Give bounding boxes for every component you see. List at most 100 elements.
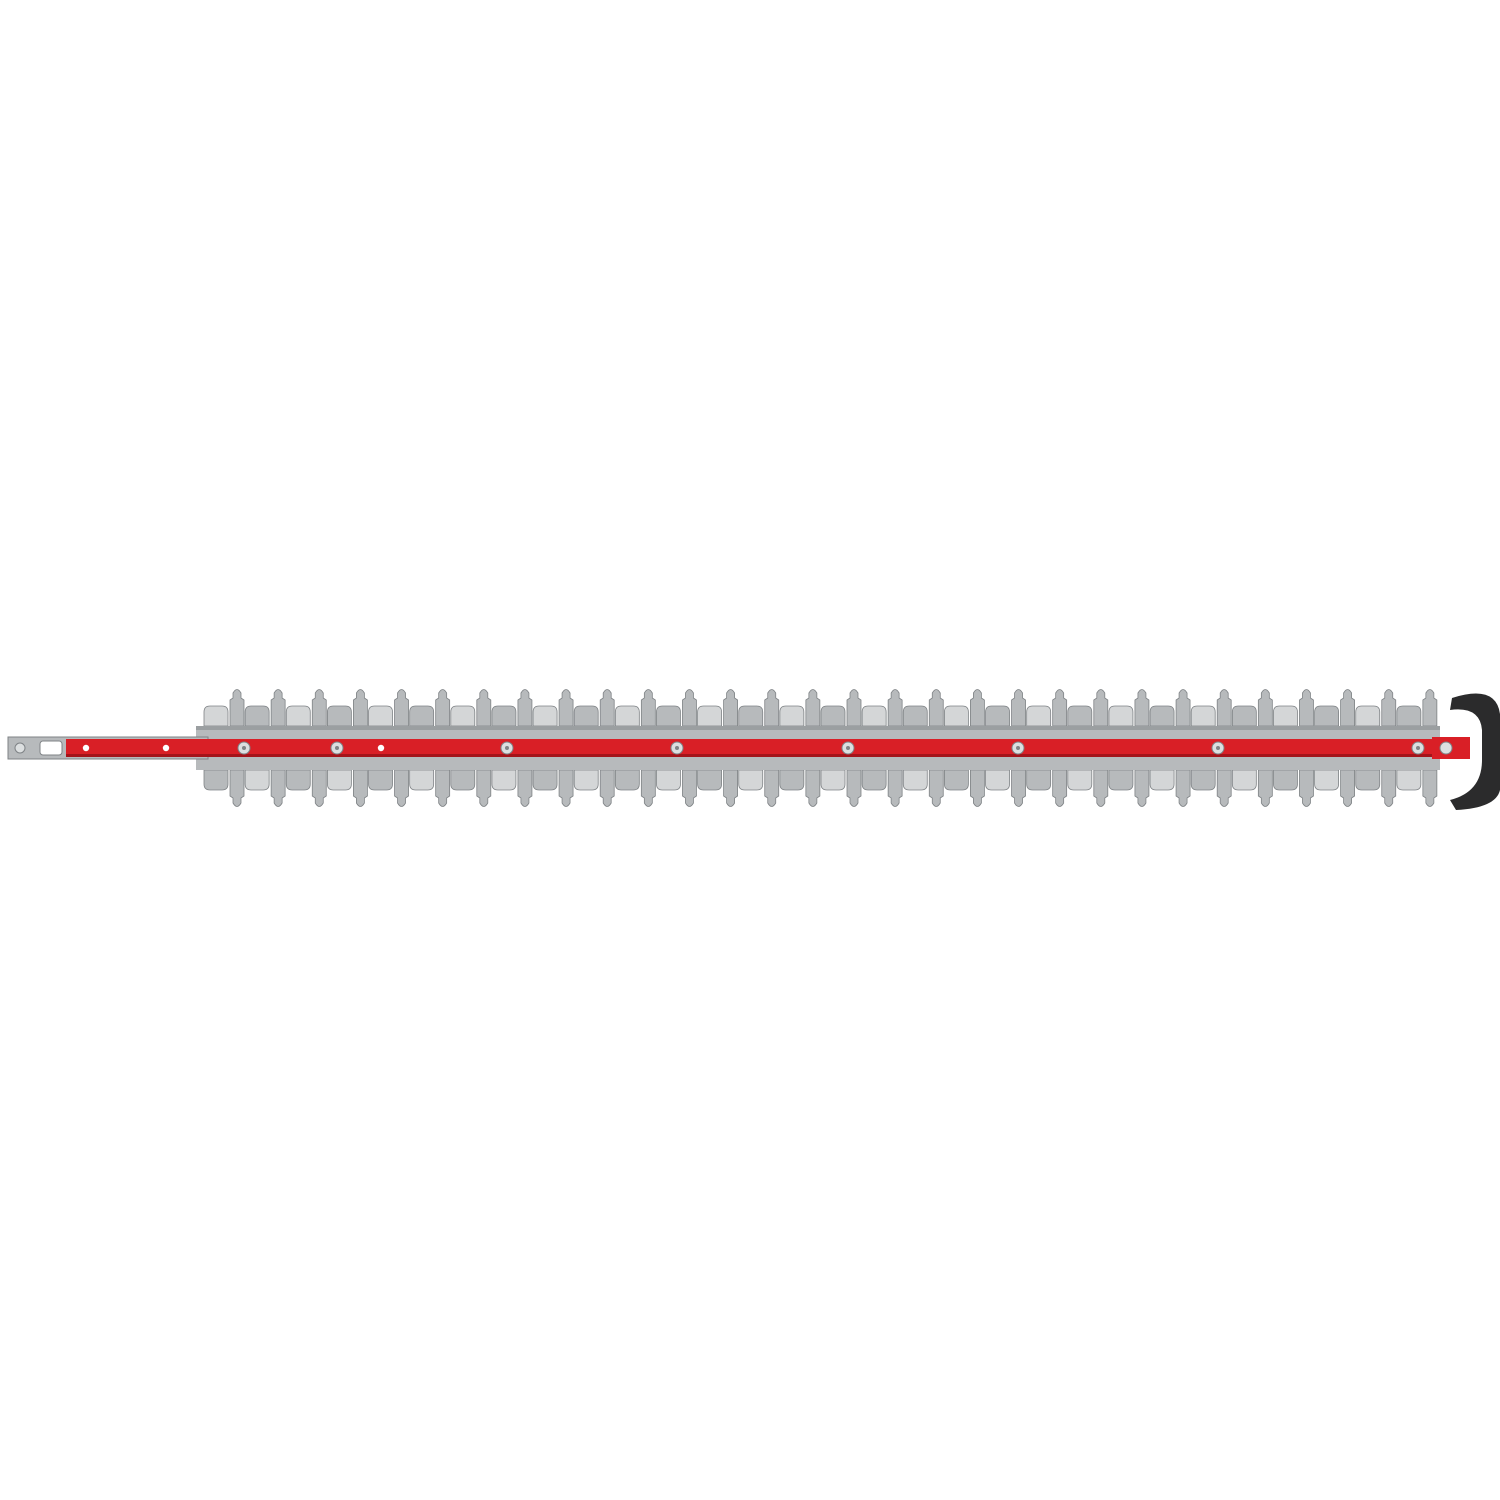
upper-tooth xyxy=(1108,705,1134,727)
lower-tooth-tip xyxy=(928,769,944,807)
drive-bar xyxy=(66,739,1440,757)
upper-tooth xyxy=(450,705,476,727)
lower-tooth xyxy=(861,769,887,791)
blade-plate-edge xyxy=(196,726,1440,730)
bar-hole xyxy=(82,744,90,752)
upper-tooth-tip xyxy=(517,689,533,727)
upper-tooth xyxy=(327,705,352,727)
upper-tooth xyxy=(532,705,558,727)
upper-tooth xyxy=(1314,705,1339,727)
upper-tooth-tip xyxy=(1216,689,1232,727)
upper-tooth-tip xyxy=(1134,689,1150,727)
upper-tooth xyxy=(820,705,846,727)
upper-tooth xyxy=(491,705,517,727)
upper-tooth-tip xyxy=(394,689,409,727)
lower-tooth xyxy=(738,769,764,791)
upper-tooth-tip xyxy=(846,689,862,727)
lower-tooth xyxy=(1273,769,1298,791)
lower-tooth-tip xyxy=(682,769,697,807)
upper-tooth-tip xyxy=(682,689,697,727)
upper-tooth-tip xyxy=(723,689,738,727)
upper-tooth xyxy=(614,705,640,727)
upper-tooth-tip xyxy=(1175,689,1191,727)
bar-bolt-center xyxy=(846,746,850,750)
upper-tooth xyxy=(985,705,1010,727)
lower-tooth-tip xyxy=(353,769,368,807)
lower-tooth xyxy=(203,769,229,791)
bar-hole xyxy=(162,744,170,752)
upper-tooth xyxy=(1231,705,1257,727)
lower-tooth xyxy=(1067,769,1093,791)
lower-tooth-tip xyxy=(1134,769,1150,807)
upper-tooth-tip xyxy=(353,689,368,727)
lower-tooth-tip xyxy=(970,769,985,807)
lower-tooth xyxy=(409,769,435,791)
upper-tooth xyxy=(573,705,599,727)
lower-tooth xyxy=(944,769,969,791)
lower-tooth-tip xyxy=(1093,769,1109,807)
guard-bolt xyxy=(1439,741,1453,755)
lower-tooth-tip xyxy=(1299,769,1314,807)
upper-tooth xyxy=(779,705,805,727)
upper-tooth-tip xyxy=(1422,689,1438,727)
upper-tooth-tip xyxy=(1381,689,1397,727)
shank-slot xyxy=(39,740,63,756)
bar-bolt-center xyxy=(505,746,509,750)
lower-tooth xyxy=(1314,769,1339,791)
guard-shell xyxy=(1450,693,1500,810)
upper-tooth xyxy=(902,705,928,727)
lower-tooth xyxy=(573,769,599,791)
lower-tooth-tip xyxy=(887,769,903,807)
lower-tooth xyxy=(985,769,1010,791)
drive-bar-shadow xyxy=(66,754,1440,757)
lower-tooth-tip xyxy=(476,769,492,807)
lower-tooth-tip xyxy=(1340,769,1355,807)
bar-bolt-center xyxy=(242,746,246,750)
upper-tooth xyxy=(1190,705,1216,727)
upper-tooth-tip xyxy=(229,689,245,727)
shank-rivet xyxy=(14,742,26,754)
upper-tooth xyxy=(861,705,887,727)
upper-tooth-tip xyxy=(1340,689,1355,727)
bar-bolt-center xyxy=(675,746,679,750)
lower-tooth-tip xyxy=(764,769,780,807)
lower-tooth-tip xyxy=(1381,769,1397,807)
upper-tooth xyxy=(738,705,764,727)
lower-tooth xyxy=(1026,769,1052,791)
lower-tooth xyxy=(491,769,517,791)
upper-tooth xyxy=(409,705,435,727)
lower-tooth xyxy=(327,769,352,791)
upper-tooth-tip xyxy=(640,689,656,727)
upper-tooth-tip xyxy=(928,689,944,727)
lower-tooth-tip xyxy=(229,769,245,807)
upper-tooth-tip xyxy=(1257,689,1273,727)
lower-tooth-tip xyxy=(270,769,286,807)
upper-tooth xyxy=(1396,705,1422,727)
upper-tooth xyxy=(1149,705,1175,727)
bar-bolt-center xyxy=(335,746,339,750)
lower-tooth xyxy=(779,769,805,791)
lower-tooth-tip xyxy=(394,769,409,807)
lower-tooth xyxy=(1396,769,1422,791)
upper-tooth-tip xyxy=(1052,689,1068,727)
lower-tooth-tip xyxy=(1052,769,1068,807)
lower-tooth xyxy=(902,769,928,791)
upper-tooth-tip xyxy=(970,689,985,727)
upper-tooth xyxy=(203,705,229,727)
upper-tooth-tip xyxy=(270,689,286,727)
lower-tooth-tip xyxy=(805,769,821,807)
lower-tooth xyxy=(1108,769,1134,791)
lower-tooth xyxy=(614,769,640,791)
upper-tooth xyxy=(368,705,393,727)
lower-tooth-tip xyxy=(1011,769,1026,807)
red-drive-bar xyxy=(66,739,1440,757)
lower-tooth xyxy=(368,769,393,791)
lower-tooth-tip xyxy=(1175,769,1191,807)
upper-tooth xyxy=(656,705,681,727)
lower-tooth xyxy=(1190,769,1216,791)
upper-tooth xyxy=(244,705,270,727)
bar-bolt-center xyxy=(1216,746,1220,750)
lower-tooth xyxy=(697,769,722,791)
upper-tooth xyxy=(697,705,722,727)
